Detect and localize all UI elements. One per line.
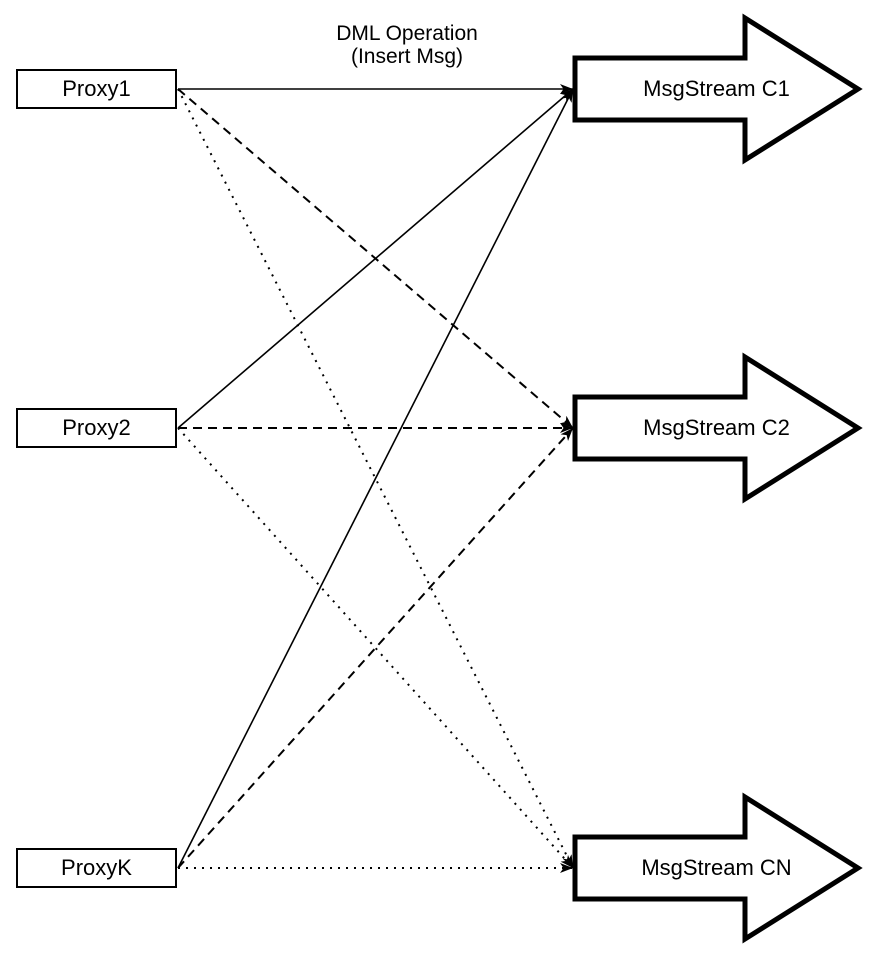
proxyk-node: ProxyK bbox=[16, 848, 177, 888]
proxy2-node: Proxy2 bbox=[16, 408, 177, 448]
proxy2-label: Proxy2 bbox=[62, 415, 131, 440]
edge-proxy2-c1 bbox=[177, 88, 574, 429]
proxy1-node: Proxy1 bbox=[16, 69, 177, 109]
block-arrows-group bbox=[572, 13, 863, 944]
proxy1-label: Proxy1 bbox=[62, 76, 131, 101]
msgstream-c2-arrow bbox=[572, 352, 863, 504]
diagram-title: DML Operation (Insert Msg) bbox=[302, 22, 512, 68]
diagram-title-line1: DML Operation bbox=[336, 22, 478, 45]
diagram-title-line2: (Insert Msg) bbox=[350, 45, 463, 68]
edge-proxyk-c1 bbox=[177, 88, 574, 869]
edge-proxyk-c2 bbox=[177, 427, 574, 869]
proxyk-label: ProxyK bbox=[61, 855, 132, 880]
msgstream-c1-arrow bbox=[572, 13, 863, 165]
edge-lines-group bbox=[177, 84, 574, 873]
msgstream-cn-arrow bbox=[572, 792, 863, 944]
edge-proxy1-cn bbox=[177, 88, 574, 869]
